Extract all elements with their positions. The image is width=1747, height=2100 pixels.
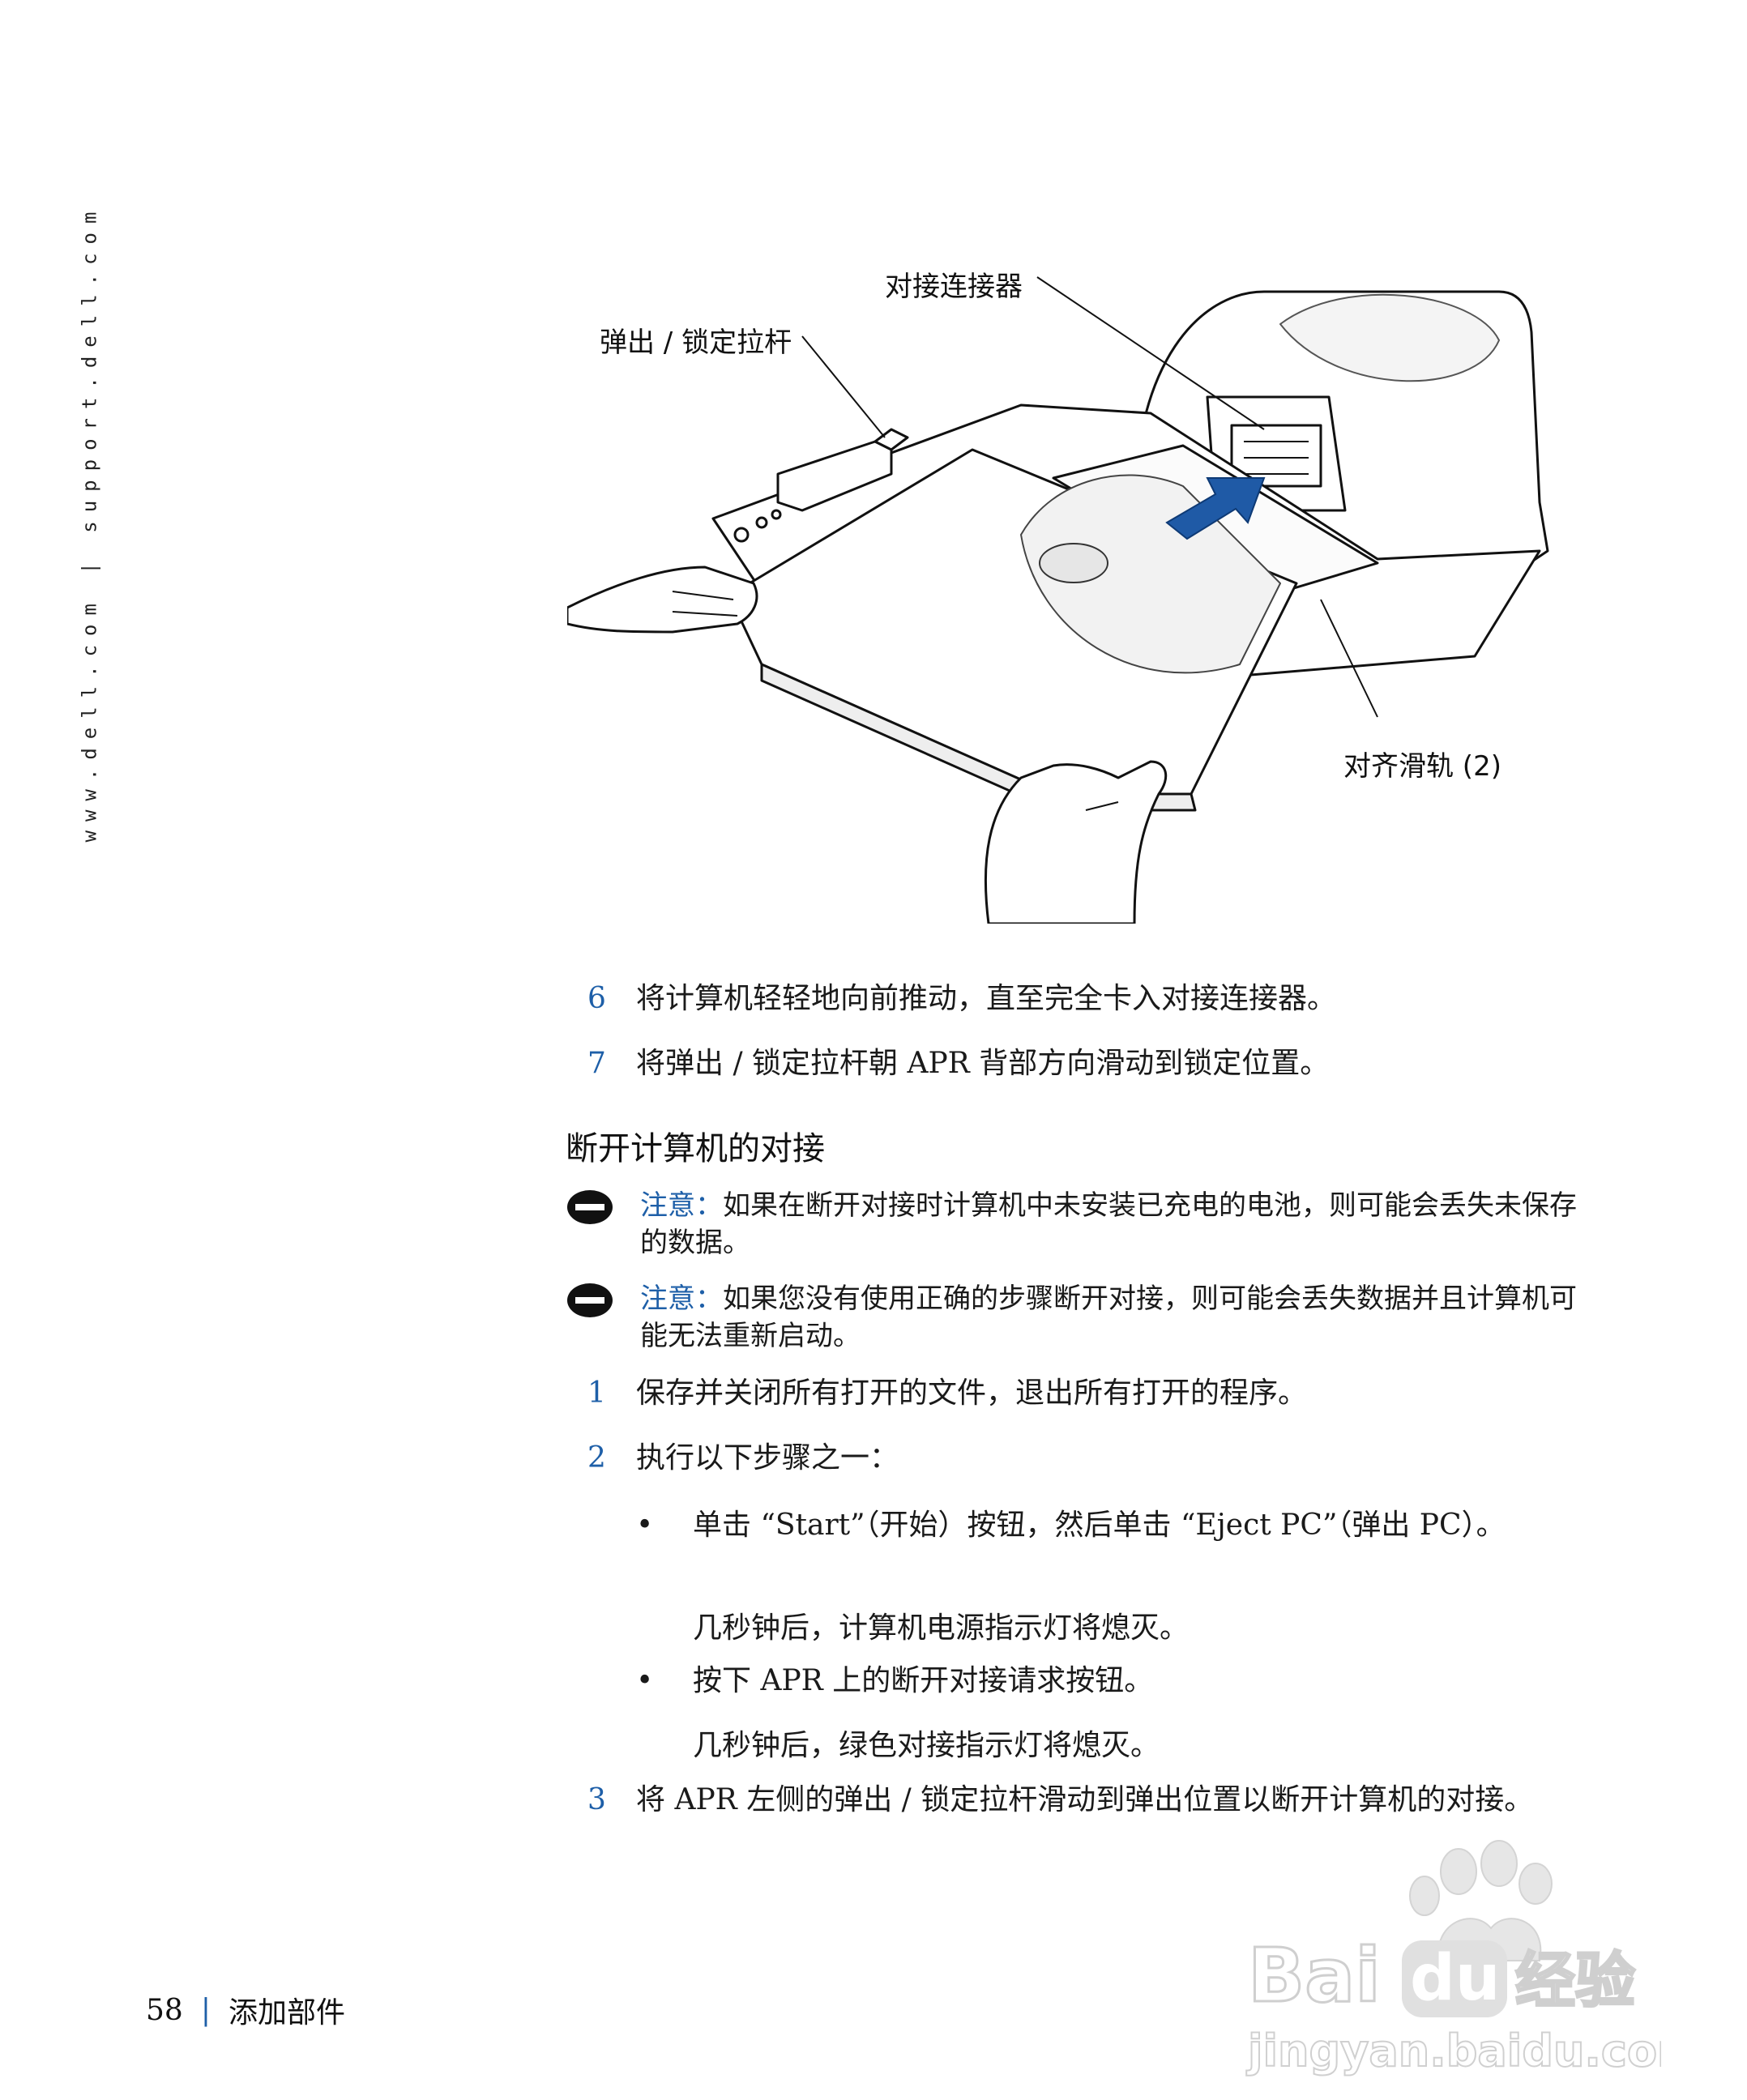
baidu-watermark-svg: Bai du 经验 jingyan.baidu.com — [1245, 1840, 1661, 2077]
docking-illustration — [567, 243, 1588, 924]
bullet-text: 按下 APR 上的断开对接请求按钮。 — [693, 1664, 1154, 1697]
docking-illustration-svg — [567, 276, 1549, 924]
step-text: 保存并关闭所有打开的文件，退出所有打开的程序。 — [636, 1377, 1308, 1410]
callout-alignment-rails: 对齐滑轨 (2) — [1343, 750, 1501, 783]
laptop-logo — [1039, 543, 1108, 583]
notice-icon — [567, 1283, 613, 1317]
page-number: 58 — [146, 1993, 183, 2027]
notice-label: 注意： — [640, 1189, 723, 1222]
left-hand — [567, 566, 758, 634]
section-heading: 断开计算机的对接 — [566, 1130, 825, 1167]
step-text: 将弹出 / 锁定拉杆朝 APR 背部方向滑动到锁定位置。 — [636, 1047, 1330, 1080]
footer-separator: | — [200, 1993, 211, 2027]
step-text: 执行以下步骤之一： — [636, 1441, 899, 1475]
step-number: 6 — [587, 982, 606, 1015]
notice-body: 注意：如果您没有使用正确的步骤断开对接，则可能会丢失数据并且计算机可能无法重新启… — [640, 1280, 1603, 1355]
page-footer: 58 | 添加部件 — [146, 1989, 345, 2031]
step-text: 将计算机轻轻地向前推动，直至完全卡入对接连接器。 — [636, 982, 1337, 1015]
apr-top-curve — [1279, 293, 1500, 382]
bullet-symbol: • — [636, 1509, 654, 1542]
laptop-lid-curve — [1020, 474, 1281, 674]
bullet-2-note: 几秒钟后，绿色对接指示灯将熄灭。 — [693, 1729, 1160, 1762]
notice-text: 如果在断开对接时计算机中未安装已充电的电池，则可能会丢失未保存的数据。 — [640, 1189, 1577, 1259]
leader-connector — [1036, 276, 1265, 430]
watermark-brand-2: du — [1410, 1942, 1500, 2015]
side-url: www.dell.com | support.dell.com — [55, 203, 123, 843]
bullet-text: 单击 “Start”（开始）按钮，然后单击 “Eject PC”（弹出 PC）。 — [693, 1509, 1506, 1542]
step-number: 3 — [587, 1783, 606, 1816]
callout-docking-connector: 对接连接器 — [885, 271, 1023, 303]
notice-label: 注意： — [640, 1283, 723, 1315]
baidu-watermark: Bai du 经验 jingyan.baidu.com — [1240, 1839, 1661, 2082]
bullet-symbol: • — [636, 1664, 654, 1697]
leader-lever — [801, 335, 886, 438]
leader-rails — [1320, 599, 1378, 718]
notice-body: 注意：如果在断开对接时计算机中未安装已充电的电池，则可能会丢失未保存的数据。 — [640, 1187, 1603, 1261]
chapter-title: 添加部件 — [228, 1996, 345, 2030]
side-url-text: www.dell.com | support.dell.com — [78, 203, 100, 843]
watermark-suffix: 经验 — [1515, 1946, 1635, 2016]
step-number: 1 — [587, 1377, 606, 1410]
insert-direction-arrow — [1165, 477, 1266, 540]
step-number: 7 — [587, 1047, 606, 1080]
notice-icon — [567, 1190, 613, 1224]
step-text: 将 APR 左侧的弹出 / 锁定拉杆滑动到弹出位置以断开计算机的对接。 — [636, 1783, 1534, 1816]
callout-eject-lever: 弹出 / 锁定拉杆 — [600, 327, 792, 359]
watermark-url: jingyan.baidu.com — [1246, 2025, 1661, 2077]
notice-text: 如果您没有使用正确的步骤断开对接，则可能会丢失数据并且计算机可能无法重新启动。 — [640, 1283, 1577, 1352]
watermark-brand: Bai — [1248, 1932, 1381, 2019]
bullet-1-note: 几秒钟后，计算机电源指示灯将熄灭。 — [693, 1611, 1190, 1645]
step-number: 2 — [587, 1441, 606, 1475]
right-hand — [984, 760, 1168, 924]
